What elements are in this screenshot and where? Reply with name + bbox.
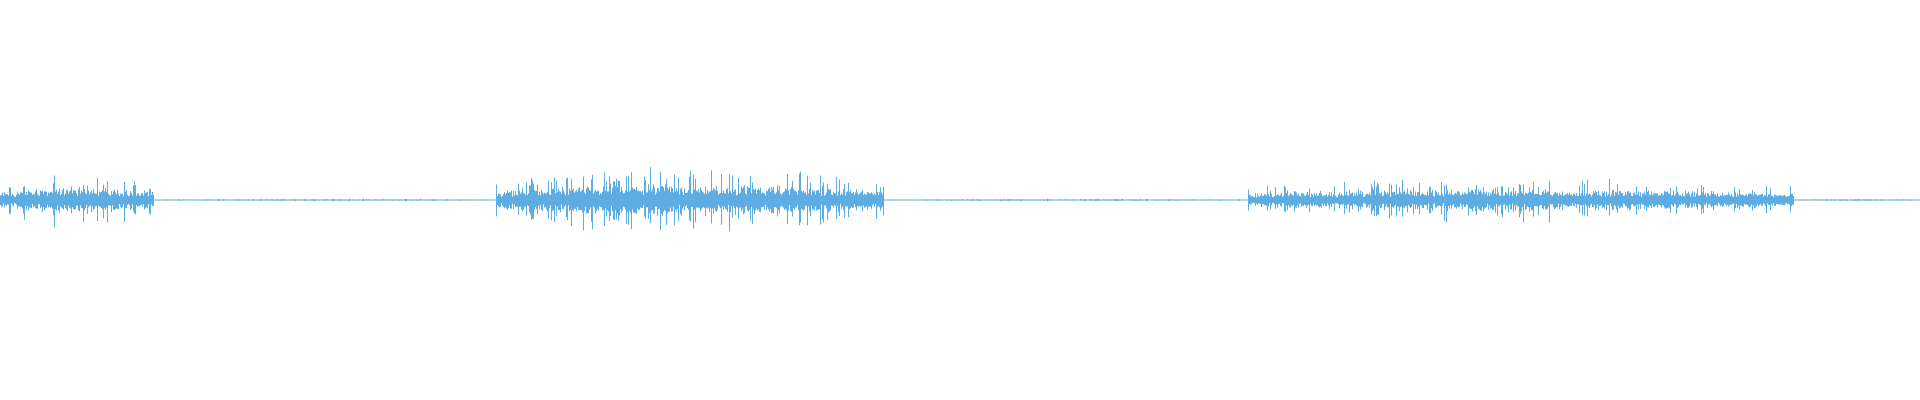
waveform-bars [0,167,1920,232]
